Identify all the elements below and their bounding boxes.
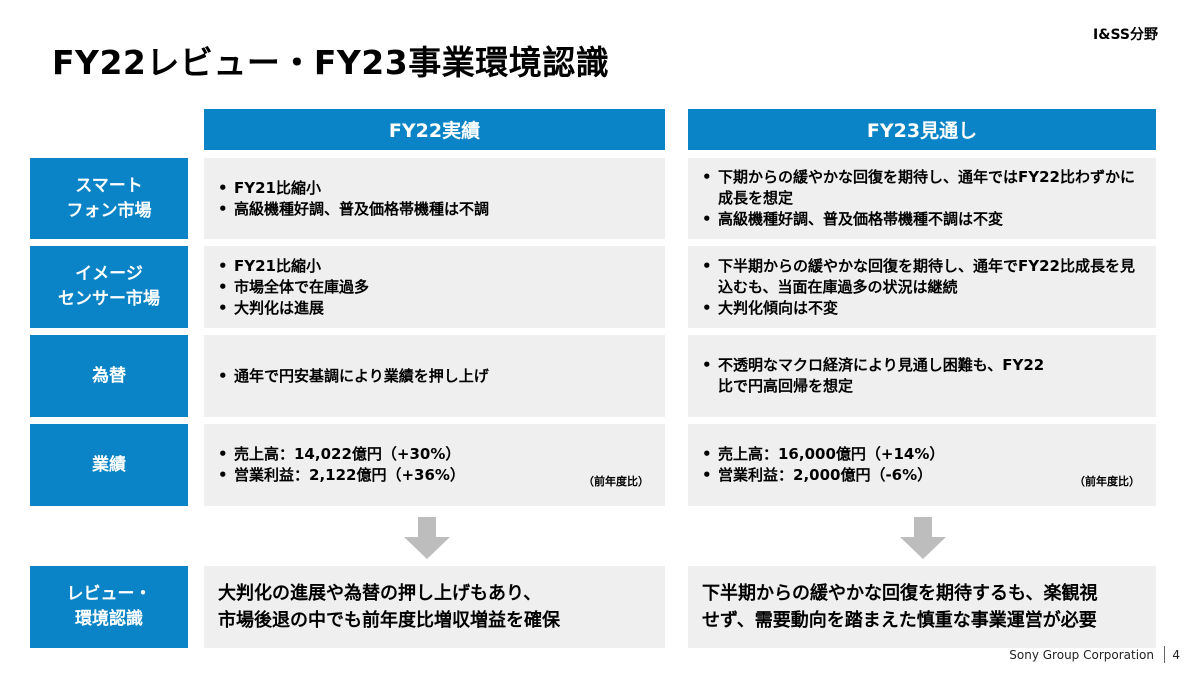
list-item: 売上高：14,022億円（+30%） xyxy=(216,444,665,465)
list-item: 売上高：16,000億円（+14%） xyxy=(700,444,1156,465)
row-label-image-sensor-market: イメージ センサー市場 xyxy=(30,246,188,328)
fy22-cell-performance: 売上高：14,022億円（+30%） 営業利益：2,122億円（+36%） （前… xyxy=(204,424,665,506)
fy22-review-cell: 大判化の進展や為替の押し上げもあり、 市場後退の中でも前年度比増収増益を確保 xyxy=(204,566,665,648)
list-item: 通年で円安基調により業績を押し上げ xyxy=(216,366,665,387)
list-item: 営業利益：2,122億円（+36%） xyxy=(216,465,665,486)
bullet-list: 売上高：16,000億円（+14%） 営業利益：2,000億円（-6%） xyxy=(700,444,1156,486)
list-item: 市場全体で在庫過多 xyxy=(216,277,665,298)
fy23-review-text: 下半期からの緩やかな回復を期待するも、楽観視 せず、需要動向を踏まえた慎重な事業… xyxy=(702,583,1098,631)
row-label-review: レビュー・ 環境認識 xyxy=(30,566,188,648)
year-over-year-note: （前年度比） xyxy=(1074,475,1140,488)
bullet-list: FY21比縮小 市場全体で在庫過多 大判化は進展 xyxy=(216,256,665,319)
list-item: 営業利益：2,000億円（-6%） xyxy=(700,465,1156,486)
list-item: 下半期からの緩やかな回復を期待し、通年でFY22比成長を見込むも、当面在庫過多の… xyxy=(700,256,1136,298)
bullet-list: 不透明なマクロ経済により見通し困難も、FY22比で円高回帰を想定 xyxy=(700,355,1046,397)
bullet-list: FY21比縮小 高級機種好調、普及価格帯機種は不調 xyxy=(216,178,665,220)
fy23-cell-performance: 売上高：16,000億円（+14%） 営業利益：2,000億円（-6%） （前年… xyxy=(688,424,1156,506)
fy23-review-cell: 下半期からの緩やかな回復を期待するも、楽観視 せず、需要動向を踏まえた慎重な事業… xyxy=(688,566,1156,648)
list-item: 高級機種好調、普及価格帯機種は不調 xyxy=(216,199,665,220)
row-label-smartphone-market: スマート フォン市場 xyxy=(30,158,188,239)
row-label-performance: 業績 xyxy=(30,424,188,506)
bullet-list: 通年で円安基調により業績を押し上げ xyxy=(216,366,665,387)
fy22-cell-image-sensor-market: FY21比縮小 市場全体で在庫過多 大判化は進展 xyxy=(204,246,665,328)
segment-tag: I&SS分野 xyxy=(1093,27,1158,43)
list-item: 大判化は進展 xyxy=(216,298,665,319)
list-item: FY21比縮小 xyxy=(216,178,665,199)
bullet-list: 売上高：14,022億円（+30%） 営業利益：2,122億円（+36%） xyxy=(216,444,665,486)
bullet-list: 下半期からの緩やかな回復を期待し、通年でFY22比成長を見込むも、当面在庫過多の… xyxy=(700,256,1136,319)
column-header-fy22: FY22実績 xyxy=(204,109,665,150)
down-arrow-icon xyxy=(900,517,946,559)
bullet-list: 下期からの緩やかな回復を期待し、通年ではFY22比わずかに成長を想定 高級機種好… xyxy=(700,167,1136,230)
down-arrow-icon xyxy=(404,517,450,559)
column-header-fy23: FY23見通し xyxy=(688,109,1156,150)
fy22-cell-exchange-rate: 通年で円安基調により業績を押し上げ xyxy=(204,335,665,417)
list-item: 大判化傾向は不変 xyxy=(700,298,1136,319)
list-item: 高級機種好調、普及価格帯機種不調は不変 xyxy=(700,209,1136,230)
fy22-review-text: 大判化の進展や為替の押し上げもあり、 市場後退の中でも前年度比増収増益を確保 xyxy=(218,583,560,631)
row-label-exchange-rate: 為替 xyxy=(30,335,188,417)
fy23-cell-smartphone-market: 下期からの緩やかな回復を期待し、通年ではFY22比わずかに成長を想定 高級機種好… xyxy=(688,158,1156,239)
fy22-cell-smartphone-market: FY21比縮小 高級機種好調、普及価格帯機種は不調 xyxy=(204,158,665,239)
page-number: 4 xyxy=(1172,648,1180,662)
footer-company: Sony Group Corporation xyxy=(1009,648,1154,662)
footer-separator xyxy=(1164,646,1165,663)
list-item: 下期からの緩やかな回復を期待し、通年ではFY22比わずかに成長を想定 xyxy=(700,167,1136,209)
year-over-year-note: （前年度比） xyxy=(583,475,649,488)
fy23-cell-image-sensor-market: 下半期からの緩やかな回復を期待し、通年でFY22比成長を見込むも、当面在庫過多の… xyxy=(688,246,1156,328)
list-item: 不透明なマクロ経済により見通し困難も、FY22比で円高回帰を想定 xyxy=(700,355,1046,397)
list-item: FY21比縮小 xyxy=(216,256,665,277)
slide-title: FY22レビュー・FY23事業環境認識 xyxy=(52,43,610,82)
fy23-cell-exchange-rate: 不透明なマクロ経済により見通し困難も、FY22比で円高回帰を想定 xyxy=(688,335,1156,417)
